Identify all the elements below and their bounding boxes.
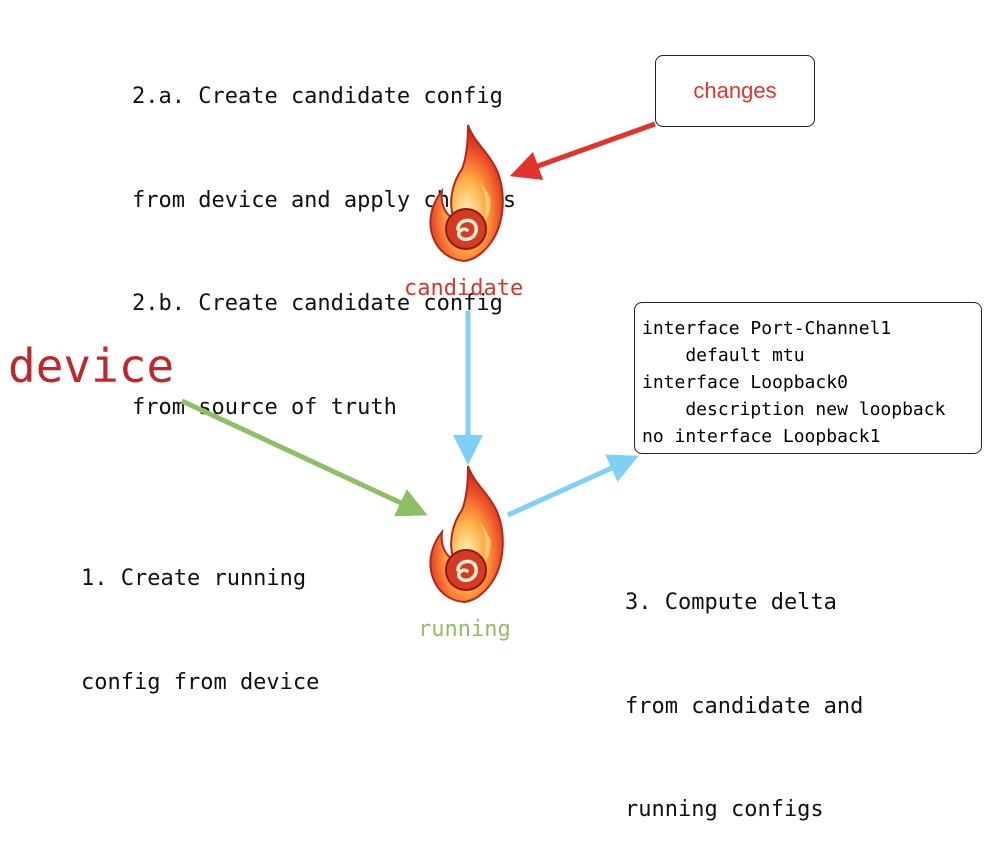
step-3-line-1: 3. Compute delta xyxy=(625,590,837,615)
device-arrow xyxy=(180,398,428,517)
delta-config-box: interface Port-Channel1 default mtu inte… xyxy=(634,302,982,454)
step-3-line-3: running configs xyxy=(625,797,824,822)
delta-line: interface Loopback0 xyxy=(642,372,848,393)
candidate-flame-icon xyxy=(429,124,504,263)
delta-line: interface Port-Channel1 xyxy=(642,318,892,339)
running-label: running xyxy=(418,617,511,642)
candidate-label: candidate xyxy=(404,276,524,301)
device-label: device xyxy=(8,339,175,393)
step-2b-line-2: from source of truth xyxy=(132,394,397,420)
delta-line: no interface Loopback1 xyxy=(642,426,881,447)
step-2a-line-1: 2.a. Create candidate config xyxy=(132,84,503,109)
delta-line: default mtu xyxy=(642,345,805,366)
step-1-line-1: 1. Create running xyxy=(81,566,307,591)
changes-label: changes xyxy=(693,78,777,103)
running-flame-icon xyxy=(429,465,504,604)
step-3-line-2: from candidate and xyxy=(625,693,864,719)
changes-arrow xyxy=(509,121,656,181)
diagram-arrows xyxy=(180,121,656,604)
changes-box: changes xyxy=(655,55,815,127)
step-1-line-2: config from device xyxy=(81,669,320,695)
step-2b-line-1: 2.b. Create candidate config xyxy=(132,291,503,316)
delta-line: description new loopback xyxy=(642,399,946,420)
running-to-delta-arrow xyxy=(506,454,639,518)
